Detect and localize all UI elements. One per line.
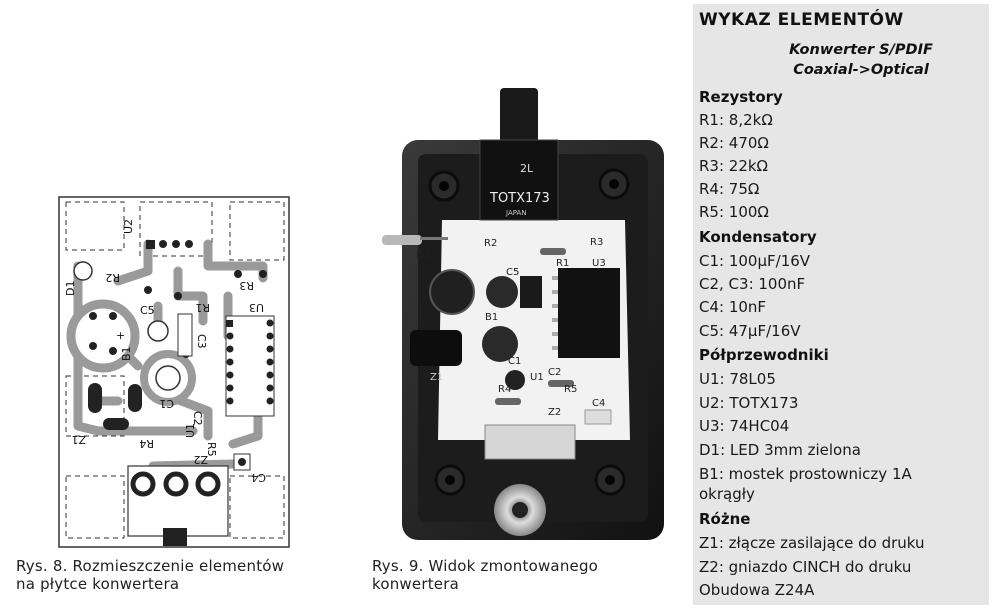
pcb-label-z2: Z2 bbox=[193, 453, 208, 466]
module-brand-label: 2L bbox=[520, 162, 534, 175]
figure-9-caption-line2: konwertera bbox=[372, 575, 459, 593]
list-item: U2: TOTX173 bbox=[699, 394, 799, 412]
list-item: Z2: gniazdo CINCH do druku bbox=[699, 558, 912, 576]
cinch-jack-body bbox=[484, 424, 576, 460]
module-origin-label: JAPAN bbox=[505, 209, 527, 217]
figure-8-caption: Rys. 8. Rozmieszczenie elementów na płyt… bbox=[16, 557, 336, 593]
section-heading-misc: Różne bbox=[699, 510, 751, 528]
pcb-label-b1: B1 bbox=[120, 346, 133, 361]
pcb-label-r3: R3 bbox=[239, 279, 254, 292]
list-item: C5: 47µF/16V bbox=[699, 322, 801, 340]
pcb-label-u2: U2 bbox=[122, 219, 135, 234]
assembled-converter-photo: 2L TOTX173 JAPAN R3 U3 R1 C5 D1 R2 B1 C1… bbox=[382, 88, 664, 540]
photo-label-c4: C4 bbox=[592, 398, 605, 409]
photo-label-d1: D1 bbox=[416, 250, 430, 261]
parts-list-title: WYKAZ ELEMENTÓW bbox=[699, 10, 904, 30]
pcb-label-r5: R5 bbox=[205, 442, 218, 457]
photo-label-b1: B1 bbox=[485, 312, 498, 323]
photo-label-r5: R5 bbox=[564, 384, 577, 395]
pcb-label-plus: + bbox=[116, 329, 125, 342]
pcb-label-c2: C2 bbox=[191, 411, 204, 426]
bridge-b1 bbox=[520, 276, 542, 308]
photo-label-c1: C1 bbox=[508, 356, 521, 367]
pcb-label-r4: R4 bbox=[139, 437, 154, 450]
list-item: Obudowa Z24A bbox=[699, 581, 815, 599]
photo-label-c5: C5 bbox=[506, 267, 519, 278]
list-item: okrągły bbox=[699, 485, 755, 503]
ic-u3 bbox=[558, 268, 620, 358]
pcb-label-c4: C4 bbox=[251, 471, 266, 484]
photo-label-r2: R2 bbox=[484, 238, 497, 249]
list-item: C1: 100µF/16V bbox=[699, 252, 811, 270]
photo-label-c2: C2 bbox=[548, 367, 561, 378]
section-heading-semiconductors: Półprzewodniki bbox=[699, 346, 829, 364]
module-model-label: TOTX173 bbox=[489, 191, 550, 206]
list-item: R3: 22kΩ bbox=[699, 157, 769, 175]
photo-label-u1: U1 bbox=[530, 372, 544, 383]
led-body bbox=[382, 235, 422, 245]
totx-module bbox=[479, 139, 559, 221]
figure-9-caption-line1: Rys. 9. Widok zmontowanego bbox=[372, 557, 599, 575]
figure-9-caption: Rys. 9. Widok zmontowanego konwertera bbox=[372, 557, 662, 593]
figure-8-caption-line2: na płytce konwertera bbox=[16, 575, 180, 593]
photo-label-z2: Z2 bbox=[548, 407, 561, 418]
section-heading-resistors: Rezystory bbox=[699, 88, 783, 106]
capacitor-c5 bbox=[429, 269, 475, 315]
pcb-label-u1: U1 bbox=[184, 423, 197, 438]
section-heading-capacitors: Kondensatory bbox=[699, 228, 817, 246]
pcb-label-r1: R1 bbox=[195, 301, 210, 314]
pcb-label-d1: D1 bbox=[64, 281, 77, 296]
pcb-label-r2: R2 bbox=[105, 271, 120, 284]
power-socket-z1 bbox=[410, 330, 462, 366]
list-item: B1: mostek prostowniczy 1A bbox=[699, 465, 912, 483]
photo-label-r4: R4 bbox=[498, 384, 511, 395]
list-item: Z1: złącze zasilające do druku bbox=[699, 534, 925, 552]
parts-list-subtitle-2: Coaxial->Optical bbox=[793, 62, 929, 78]
optical-plug bbox=[500, 88, 538, 146]
capacitor-small bbox=[486, 276, 518, 308]
photo-label-u3: U3 bbox=[592, 258, 606, 269]
pcb-label-z1: Z1 bbox=[71, 433, 86, 446]
parts-list-subtitle-1: Konwerter S/PDIF bbox=[789, 42, 933, 58]
list-item: C2, C3: 100nF bbox=[699, 275, 806, 293]
list-item: R5: 100Ω bbox=[699, 203, 769, 221]
list-item: C4: 10nF bbox=[699, 298, 767, 316]
pcb-label-u3: U3 bbox=[249, 301, 264, 314]
regulator-u1 bbox=[505, 370, 525, 390]
list-item: U1: 78L05 bbox=[699, 370, 776, 388]
photo-label-r1: R1 bbox=[556, 258, 569, 269]
list-item: U3: 74HC04 bbox=[699, 417, 790, 435]
list-item: R4: 75Ω bbox=[699, 180, 760, 198]
parts-list-panel: WYKAZ ELEMENTÓW Konwerter S/PDIF Coaxial… bbox=[693, 4, 989, 605]
figure-8-caption-line1: Rys. 8. Rozmieszczenie elementów bbox=[16, 557, 285, 575]
pcb-label-c3: C3 bbox=[195, 334, 208, 349]
photo-label-r3: R3 bbox=[590, 237, 603, 248]
list-item: R2: 470Ω bbox=[699, 134, 769, 152]
capacitor-c1 bbox=[482, 326, 518, 362]
screw-posts bbox=[428, 168, 630, 496]
capacitor-c4 bbox=[584, 409, 612, 425]
pcb-layout-drawing: U2 D1 R2 C5 R1 R3 U3 B1 C3 C1 C2 Z1 U1 R… bbox=[58, 196, 290, 548]
photo-label-z1: Z1 bbox=[430, 372, 443, 383]
pcb-label-c1: C1 bbox=[159, 397, 174, 410]
pcb-label-c5: C5 bbox=[140, 304, 155, 317]
list-item: D1: LED 3mm zielona bbox=[699, 441, 861, 459]
list-item: R1: 8,2kΩ bbox=[699, 111, 773, 129]
